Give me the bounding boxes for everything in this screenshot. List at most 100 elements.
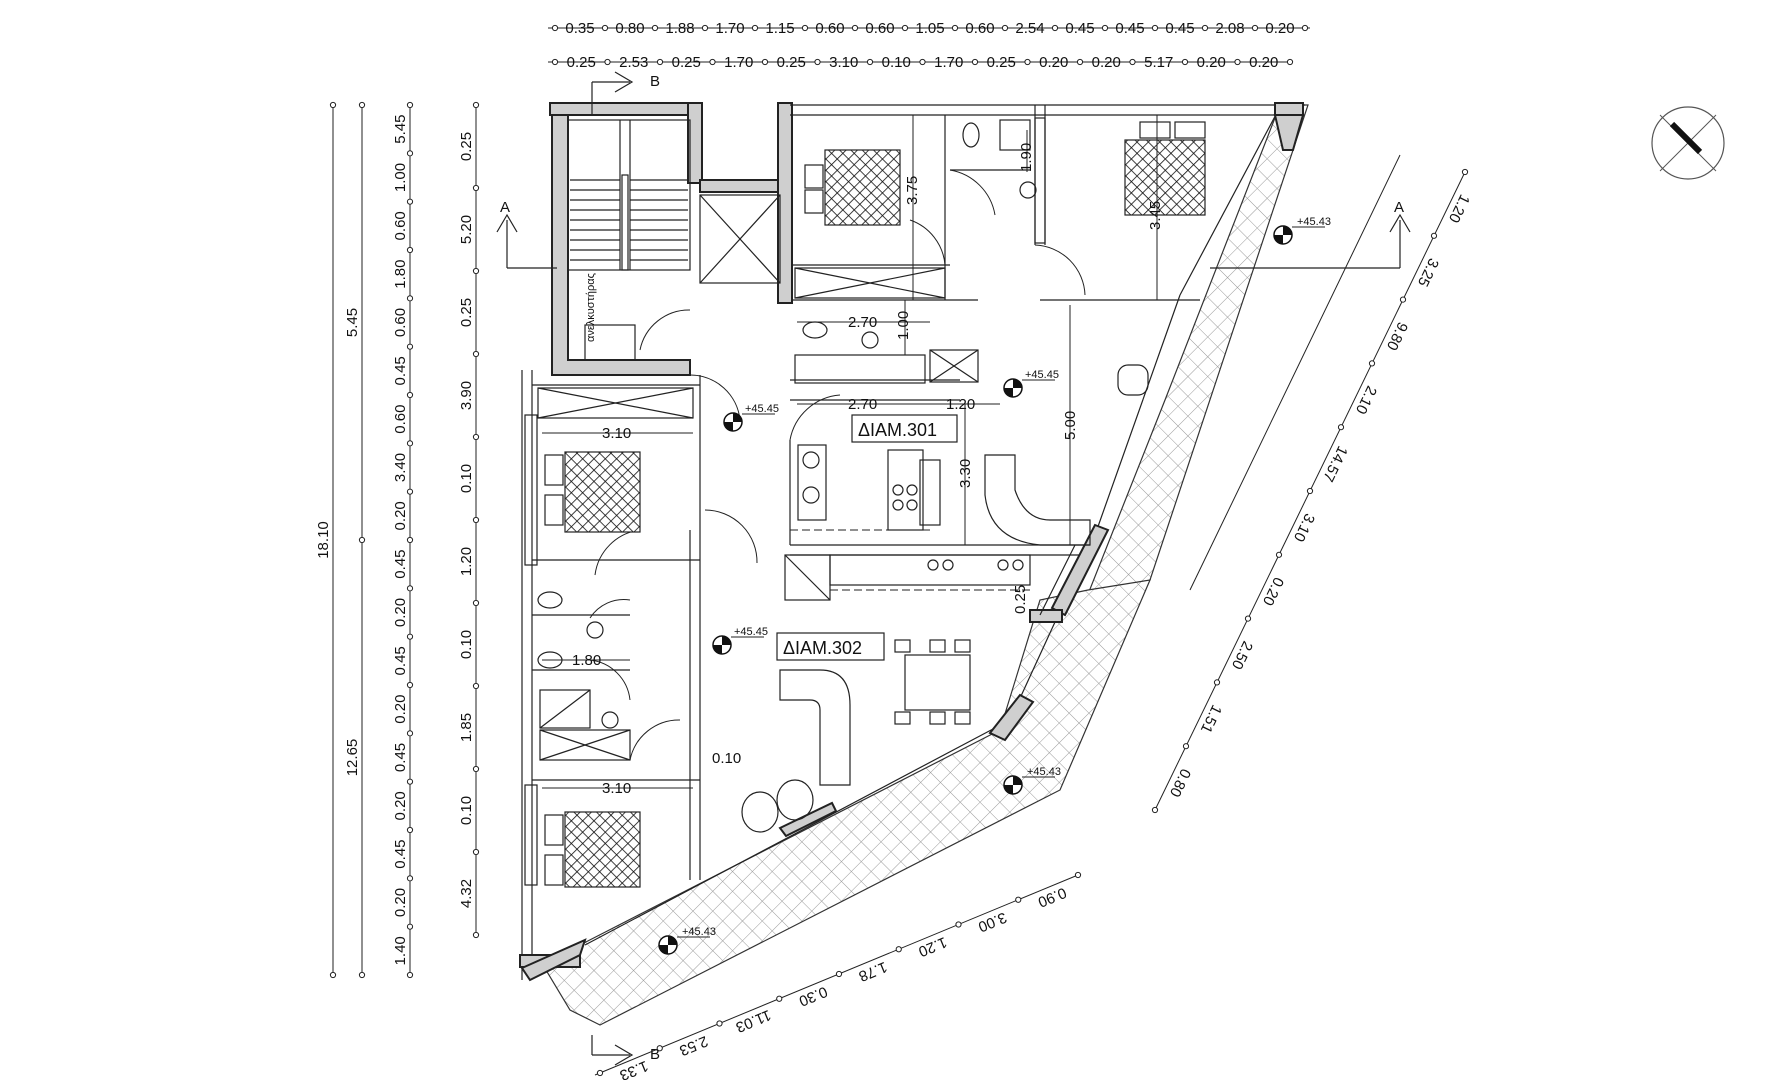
bed-301-second bbox=[1124, 139, 1206, 216]
dimension-label: 0.80 bbox=[615, 20, 644, 37]
stair-note: ανελκυστήρας bbox=[585, 273, 597, 342]
dimension-label: 1.15 bbox=[765, 20, 794, 37]
dimension-tick bbox=[406, 198, 414, 205]
dimension-tick bbox=[472, 267, 480, 275]
dimension-label: 0.30 bbox=[796, 983, 829, 1010]
dimension-tick bbox=[472, 350, 480, 358]
dimension-tick bbox=[1181, 58, 1189, 66]
dimension-tick bbox=[406, 536, 414, 544]
level-302-text: +45.45 bbox=[734, 626, 768, 638]
dimension-label: 0.25 bbox=[458, 298, 475, 327]
dimension-tick bbox=[1015, 896, 1022, 903]
level-hall-text: +45.45 bbox=[745, 403, 779, 415]
dimension-tick bbox=[406, 440, 414, 447]
dimension-tick bbox=[814, 58, 821, 66]
dimension-label: 0.45 bbox=[392, 356, 409, 385]
dim-living-depth: 5.00 bbox=[1062, 411, 1079, 440]
dim-bath-width: 2.70 bbox=[848, 314, 877, 331]
dimension-tick bbox=[955, 921, 962, 928]
dimension-tick bbox=[472, 599, 480, 607]
dimension-label: 0.20 bbox=[1259, 574, 1287, 608]
dimension-tick bbox=[406, 585, 414, 592]
section-a-left-label: A bbox=[500, 199, 510, 216]
dimension-tick bbox=[1213, 679, 1221, 686]
apt-301-label-box: ΔΙΑΜ.301 bbox=[851, 414, 958, 443]
dimension-tick bbox=[472, 765, 480, 773]
section-a-right-label: A bbox=[1394, 199, 1404, 216]
dimension-label: 2.53 bbox=[677, 1032, 710, 1059]
sofa-301 bbox=[984, 364, 1149, 546]
dimension-tick bbox=[406, 971, 414, 979]
dimension-tick bbox=[1074, 871, 1082, 879]
dim-bath-depth: 1.00 bbox=[895, 311, 912, 340]
dimension-tick bbox=[1051, 24, 1059, 32]
level-marker-terrace-e: +45.43 bbox=[1003, 766, 1061, 795]
dim-bed1-depth: 3.75 bbox=[904, 176, 921, 205]
dimension-label: 2.54 bbox=[1015, 20, 1044, 37]
level-marker-terrace-s: +45.43 bbox=[658, 926, 716, 955]
dimension-tick bbox=[1286, 58, 1294, 66]
dimension-label: 0.20 bbox=[392, 501, 409, 530]
dimension-label: 0.45 bbox=[392, 840, 409, 869]
dimension-label: 0.60 bbox=[392, 405, 409, 434]
dimension-tick bbox=[406, 633, 414, 640]
dimension-tick bbox=[951, 24, 959, 32]
dimension-label: 2.10 bbox=[1352, 383, 1380, 417]
dimension-tick bbox=[472, 433, 480, 441]
dimension-tick bbox=[1151, 24, 1159, 32]
dimension-label: 0.10 bbox=[458, 796, 475, 825]
dimension-tick bbox=[919, 58, 926, 66]
dimension-tick bbox=[651, 24, 659, 32]
dim-kitchen-width: 2.70 bbox=[848, 396, 877, 413]
dimension-label: 0.60 bbox=[965, 20, 994, 37]
dimension-label: 0.20 bbox=[392, 598, 409, 627]
dimension-tick bbox=[406, 343, 414, 350]
dimension-label: 1.51 bbox=[1197, 702, 1225, 736]
dimension-tick bbox=[406, 923, 414, 930]
dimension-tick bbox=[472, 848, 480, 856]
bed-302-first bbox=[564, 451, 641, 533]
apt-301-partitions bbox=[589, 105, 1200, 761]
dimension-label: 14.57 bbox=[1319, 443, 1351, 484]
dimension-tick bbox=[1001, 24, 1009, 32]
dimension-tick bbox=[656, 1045, 663, 1052]
level-marker-terrace-ne: +45.43 bbox=[1273, 216, 1331, 245]
dimension-tick bbox=[406, 391, 414, 399]
dimension-label: 0.20 bbox=[392, 888, 409, 917]
dimension-label: 0.90 bbox=[1035, 884, 1068, 911]
dimension-label: 0.45 bbox=[392, 646, 409, 675]
bed-master-301 bbox=[824, 149, 901, 226]
dimension-label: 1.70 bbox=[715, 20, 744, 37]
section-marker-a-right: A bbox=[1210, 199, 1411, 269]
dimension-label: 0.60 bbox=[815, 20, 844, 37]
dimension-tick bbox=[1461, 168, 1469, 176]
dimension-label: 0.45 bbox=[392, 550, 409, 579]
dimension-tick bbox=[709, 58, 716, 66]
level-terrace-s-text: +45.43 bbox=[682, 926, 716, 938]
dimension-tick bbox=[329, 101, 337, 109]
dimension-tick bbox=[1151, 806, 1159, 814]
dim-bed3-width: 3.10 bbox=[602, 425, 631, 442]
dimension-label: 5.20 bbox=[458, 215, 475, 244]
dimension-tick bbox=[472, 101, 480, 109]
kitchen-301 bbox=[790, 444, 941, 531]
dimension-tick bbox=[472, 931, 480, 939]
dimension-tick bbox=[406, 730, 414, 737]
dimension-label: 1.70 bbox=[724, 54, 753, 71]
level-301-text: +45.45 bbox=[1025, 369, 1059, 381]
dimension-label: 1.00 bbox=[392, 163, 409, 192]
section-b-top-label: B bbox=[650, 73, 660, 90]
dimension-label: 5.45 bbox=[344, 308, 361, 337]
dimension-label: 1.85 bbox=[458, 713, 475, 742]
dimension-label: 11.03 bbox=[733, 1006, 773, 1036]
dimension-label: 3.25 bbox=[1414, 255, 1442, 289]
dimension-tick bbox=[1234, 58, 1241, 66]
dimension-label: 1.40 bbox=[392, 936, 409, 965]
dimension-label: 5.45 bbox=[392, 115, 409, 144]
dimension-label: 18.10 bbox=[315, 521, 332, 559]
dimension-label: 2.53 bbox=[619, 54, 648, 71]
dimension-tick bbox=[358, 101, 366, 109]
north-arrow-icon bbox=[1651, 106, 1725, 180]
